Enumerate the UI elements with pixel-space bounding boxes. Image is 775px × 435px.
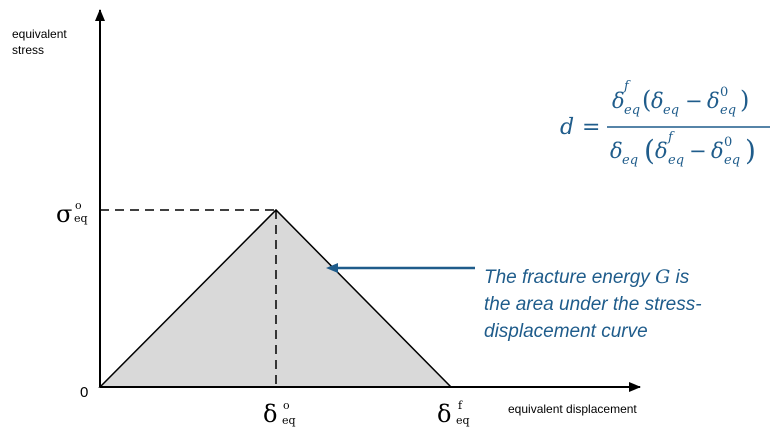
origin-label: 0 bbox=[80, 384, 88, 401]
svg-text:eq: eq bbox=[74, 212, 88, 225]
svg-text:eq: eq bbox=[724, 153, 740, 168]
svg-text:eq: eq bbox=[668, 153, 684, 168]
y-axis-label: equivalent stress bbox=[12, 27, 70, 57]
svg-text:eq: eq bbox=[282, 414, 296, 427]
svg-text:(: ( bbox=[642, 86, 651, 114]
svg-text:=: = bbox=[582, 115, 600, 140]
svg-text:−: − bbox=[685, 89, 703, 113]
svg-text:f: f bbox=[623, 79, 631, 94]
delta-eq-f-label: δ f eq bbox=[437, 399, 470, 428]
svg-text:o: o bbox=[283, 399, 290, 412]
svg-text:eq: eq bbox=[456, 414, 470, 427]
svg-text:eq: eq bbox=[622, 153, 638, 168]
svg-text:0: 0 bbox=[720, 85, 728, 100]
svg-text:δ: δ bbox=[437, 400, 451, 428]
svg-text:(: ( bbox=[644, 134, 655, 167]
svg-text:δ: δ bbox=[655, 139, 668, 163]
svg-text:σ: σ bbox=[56, 200, 72, 228]
svg-text:eq: eq bbox=[663, 103, 679, 118]
svg-text:δ: δ bbox=[707, 89, 720, 113]
svg-text:0: 0 bbox=[724, 135, 732, 150]
annotation-text: The fracture energy G is the area under … bbox=[484, 266, 707, 342]
formula-denominator: δ eq ( δ f eq − δ 0 eq ) bbox=[610, 130, 756, 168]
svg-text:): ) bbox=[745, 134, 756, 167]
svg-text:eq: eq bbox=[720, 103, 736, 118]
svg-text:δ: δ bbox=[610, 139, 623, 163]
delta-eq-zero-label: δ o eq bbox=[263, 399, 296, 428]
formula-numerator: δ f eq ( δ eq − δ 0 eq ) bbox=[612, 79, 749, 118]
sigma-eq-zero-label: σ o eq bbox=[56, 199, 88, 228]
svg-text:δ: δ bbox=[263, 400, 277, 428]
svg-text:d: d bbox=[560, 115, 574, 140]
svg-text:−: − bbox=[689, 139, 707, 163]
svg-text:o: o bbox=[75, 199, 82, 212]
svg-text:f: f bbox=[667, 130, 675, 145]
svg-text:δ: δ bbox=[711, 139, 724, 163]
svg-text:f: f bbox=[458, 399, 463, 412]
damage-formula: d = δ f eq ( δ eq − δ 0 eq ) δ eq ( δ f … bbox=[560, 79, 770, 168]
svg-text:δ: δ bbox=[612, 89, 625, 113]
svg-text:): ) bbox=[740, 86, 749, 114]
svg-text:δ: δ bbox=[651, 89, 664, 113]
svg-text:eq: eq bbox=[624, 103, 640, 118]
x-axis-label: equivalent displacement bbox=[508, 402, 637, 416]
